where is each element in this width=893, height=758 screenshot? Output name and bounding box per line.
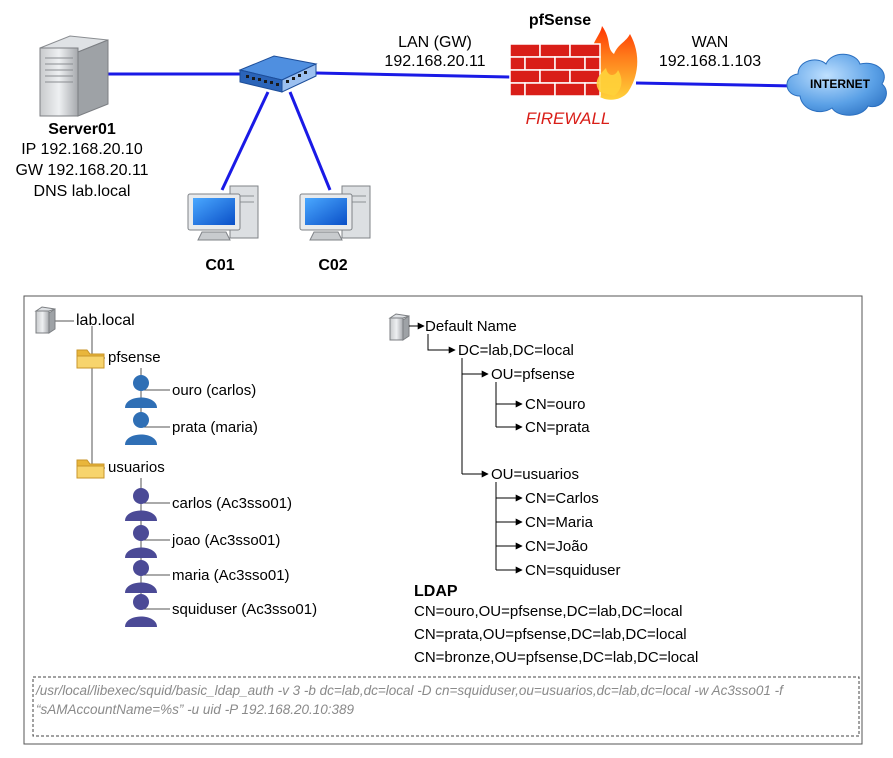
lan-label: LAN (GW): [398, 34, 472, 51]
squid-ldap-auth-command[interactable]: /usr/local/libexec/squid/basic_ldap_auth…: [36, 683, 783, 717]
ad-user-label[interactable]: joao (Ac3sso01): [172, 532, 281, 549]
c02-pc-icon[interactable]: [299, 185, 371, 241]
ldap-tree-lines: [409, 322, 523, 574]
client-c01-label: C01: [205, 257, 235, 274]
folder-icon-pfsense[interactable]: [76, 349, 105, 369]
ldap-cn-label: CN=Maria: [525, 514, 593, 531]
user-icon[interactable]: [125, 488, 157, 521]
internet-cloud-icon[interactable]: [786, 53, 887, 116]
command-box-frame: [32, 676, 860, 737]
server-ip: IP 192.168.20.10: [21, 141, 143, 158]
link-switch-c02: [288, 91, 332, 191]
firewall-title: pfSense: [528, 12, 592, 29]
wan-label: WAN: [691, 34, 729, 51]
ldap-dc-label: DC=lab,DC=local: [458, 342, 574, 359]
switch-icon[interactable]: [238, 55, 318, 93]
server-icon[interactable]: [39, 35, 109, 117]
ldap-cn-label: CN=prata: [525, 419, 590, 436]
ad-user-label[interactable]: carlos (Ac3sso01): [172, 495, 293, 512]
server-gw: GW 192.168.20.11: [15, 162, 149, 179]
link-firewall-internet: [635, 81, 795, 88]
ldap-dn: CN=bronze,OU=pfsense,DC=lab,DC=local: [414, 649, 699, 666]
ldap-cn-label: CN=João: [525, 538, 588, 555]
firewall-label: FIREWALL: [525, 109, 611, 128]
user-icon[interactable]: [125, 525, 157, 558]
ldap-cn-label: CN=ouro: [525, 396, 586, 413]
ldap-title: LDAP: [414, 583, 458, 600]
domain-server-icon: [34, 306, 56, 334]
server-dns: DNS lab.local: [33, 183, 131, 200]
client-c02-label: C02: [318, 257, 348, 274]
user-icon[interactable]: [125, 594, 157, 627]
firewall-icon[interactable]: [509, 26, 638, 100]
ldap-ou-pfsense-label: OU=pfsense: [491, 366, 575, 383]
lan-ip: 192.168.20.11: [384, 53, 486, 70]
link-switch-firewall: [315, 71, 511, 79]
link-switch-c01: [220, 91, 270, 191]
folder-icon-usuarios[interactable]: [76, 459, 105, 479]
ldap-dn: CN=prata,OU=pfsense,DC=lab,DC=local: [414, 626, 687, 643]
ldap-cn-label: CN=Carlos: [525, 490, 599, 507]
network-links: [108, 71, 795, 191]
user-icon[interactable]: [125, 560, 157, 593]
ad-user-label[interactable]: squiduser (Ac3sso01): [172, 601, 318, 618]
ad-user-label[interactable]: maria (Ac3sso01): [172, 567, 290, 584]
user-icon[interactable]: [125, 412, 157, 445]
ldap-root-icon: [388, 313, 410, 341]
ldap-dn: CN=ouro,OU=pfsense,DC=lab,DC=local: [414, 603, 683, 620]
ldap-cn-label: CN=squiduser: [525, 562, 621, 579]
ad-user-label[interactable]: ouro (carlos): [172, 382, 257, 399]
internet-label: INTERNET: [810, 77, 870, 91]
ad-user-label[interactable]: prata (maria): [172, 419, 258, 436]
ad-root-label[interactable]: lab.local: [76, 312, 135, 329]
wan-ip: 192.168.1.103: [658, 53, 762, 70]
server-name: Server01: [48, 121, 116, 138]
user-icon[interactable]: [125, 375, 157, 408]
c01-pc-icon[interactable]: [187, 185, 259, 241]
ad-folder-usuarios-label[interactable]: usuarios: [108, 459, 165, 476]
ad-panel-frame: [23, 295, 863, 745]
ldap-root-label: Default Name: [425, 318, 517, 335]
ldap-ou-usuarios-label: OU=usuarios: [491, 466, 579, 483]
ad-folder-pfsense-label[interactable]: pfsense: [108, 349, 161, 366]
